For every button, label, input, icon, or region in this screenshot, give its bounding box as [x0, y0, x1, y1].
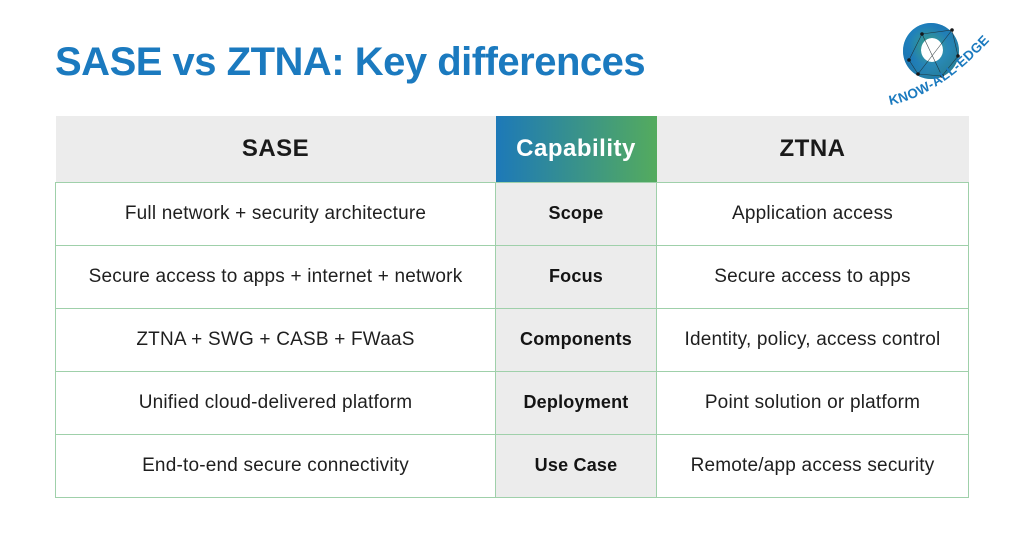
column-header-capability: Capability — [495, 116, 657, 182]
column-header-ztna: ZTNA — [656, 116, 969, 182]
table-row: Full network + security architecture Sco… — [55, 181, 969, 246]
ztna-cell: Point solution or platform — [656, 370, 969, 435]
capability-cell: Components — [495, 307, 657, 372]
capability-cell: Focus — [495, 244, 657, 309]
ztna-cell: Remote/app access security — [656, 433, 969, 498]
know-all-edge-logo: KNOW-ALL-EDGE — [887, 23, 992, 108]
sase-cell: ZTNA + SWG + CASB + FWaaS — [55, 307, 496, 372]
sase-cell: End-to-end secure connectivity — [55, 433, 496, 498]
ztna-cell: Application access — [656, 181, 969, 246]
sase-cell: Full network + security architecture — [55, 181, 496, 246]
column-header-sase: SASE — [55, 116, 496, 182]
page-title: SASE vs ZTNA: Key differences — [55, 40, 646, 84]
donut-network-icon — [903, 23, 960, 79]
table-row: ZTNA + SWG + CASB + FWaaS Components Ide… — [55, 307, 969, 372]
comparison-table: SASE Capability ZTNA Full network + secu… — [55, 116, 969, 498]
table-row: End-to-end secure connectivity Use Case … — [55, 433, 969, 498]
table-row: Secure access to apps + internet + netwo… — [55, 244, 969, 309]
capability-cell: Deployment — [495, 370, 657, 435]
sase-cell: Unified cloud-delivered platform — [55, 370, 496, 435]
sase-cell: Secure access to apps + internet + netwo… — [55, 244, 496, 309]
table-row: Unified cloud-delivered platform Deploym… — [55, 370, 969, 435]
capability-cell: Scope — [495, 181, 657, 246]
ztna-cell: Identity, policy, access control — [656, 307, 969, 372]
ztna-cell: Secure access to apps — [656, 244, 969, 309]
table-header-row: SASE Capability ZTNA — [55, 116, 969, 182]
capability-cell: Use Case — [495, 433, 657, 498]
